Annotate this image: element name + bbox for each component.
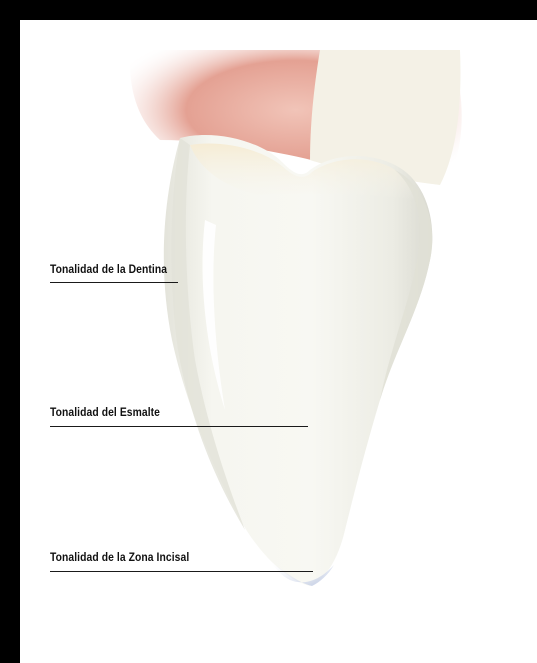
tooth-illustration xyxy=(20,20,537,663)
diagram-panel: Tonalidad de la Dentina Tonalidad del Es… xyxy=(20,20,537,663)
label-incisal-shade: Tonalidad de la Zona Incisal xyxy=(50,550,189,564)
leader-line-incisal xyxy=(50,571,313,572)
leader-line-enamel xyxy=(50,426,308,427)
label-dentin-shade: Tonalidad de la Dentina xyxy=(50,262,167,276)
leader-line-dentin xyxy=(50,282,178,283)
label-enamel-shade: Tonalidad del Esmalte xyxy=(50,405,160,419)
